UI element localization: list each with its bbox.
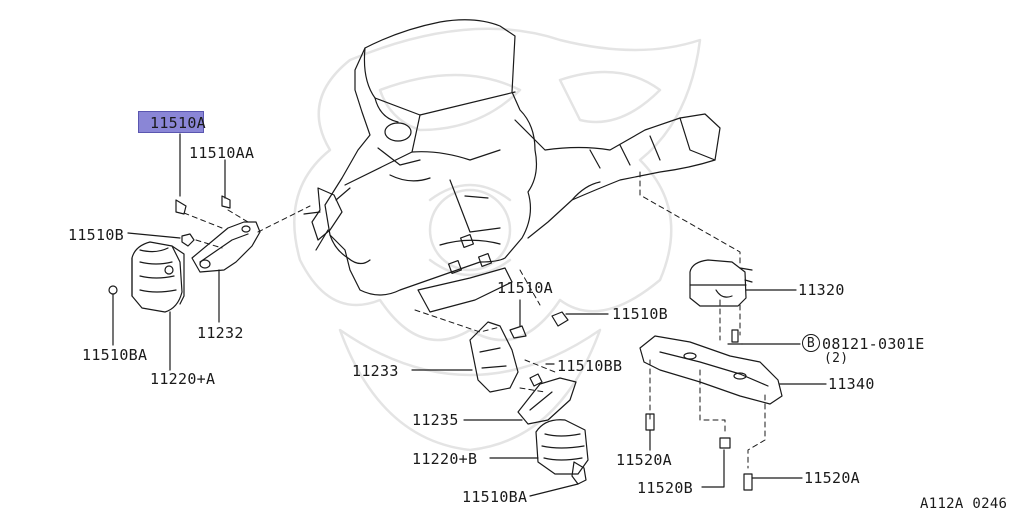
rear-mount-11320-drawing bbox=[689, 259, 753, 307]
callout-11220A[interactable]: 11220+A bbox=[150, 370, 216, 388]
callout-11510A-mid[interactable]: 11510A bbox=[497, 279, 553, 297]
crossmember-11340-drawing bbox=[639, 329, 783, 491]
leader-guides bbox=[183, 171, 766, 469]
callout-11235[interactable]: 11235 bbox=[412, 411, 459, 429]
bracket-11233-drawing bbox=[469, 311, 569, 393]
circled-b-marker-icon: B bbox=[802, 334, 820, 352]
callout-11232[interactable]: 11232 bbox=[197, 324, 244, 342]
nut-11510BA-left bbox=[108, 285, 118, 295]
engine-illustration bbox=[303, 19, 721, 313]
callout-11510AA[interactable]: 11510AA bbox=[189, 144, 255, 162]
callout-08121-quantity: (2) bbox=[824, 351, 849, 366]
bracket-11235-drawing bbox=[517, 377, 577, 425]
callout-leaders bbox=[112, 133, 827, 497]
callout-08121-0301E[interactable]: 08121-0301E bbox=[822, 335, 925, 353]
callout-11510BB[interactable]: 11510BB bbox=[557, 357, 623, 375]
selected-part-highlight[interactable] bbox=[138, 111, 204, 133]
engine-mount-right-drawing bbox=[535, 419, 589, 485]
callout-11340[interactable]: 11340 bbox=[828, 375, 875, 393]
callout-11510BA-bottom[interactable]: 11510BA bbox=[462, 488, 528, 506]
bolt-11510B-left bbox=[181, 233, 195, 247]
callout-11510BA-left[interactable]: 11510BA bbox=[82, 346, 148, 364]
callout-11520B[interactable]: 11520B bbox=[637, 479, 693, 497]
callout-11320[interactable]: 11320 bbox=[798, 281, 845, 299]
callout-11510B-mid[interactable]: 11510B bbox=[612, 305, 668, 323]
callout-11510A-selected[interactable]: 11510A bbox=[150, 114, 206, 132]
callout-11233[interactable]: 11233 bbox=[352, 362, 399, 380]
callout-11220B[interactable]: 11220+B bbox=[412, 450, 478, 468]
brand-emblem-watermark-icon bbox=[293, 27, 702, 452]
callout-11510B-left[interactable]: 11510B bbox=[68, 226, 124, 244]
callout-11520A-right[interactable]: 11520A bbox=[804, 469, 860, 487]
diagram-code: A112A 0246 bbox=[920, 496, 1008, 510]
bracket-11232-drawing bbox=[175, 195, 261, 273]
callout-11520A-left[interactable]: 11520A bbox=[616, 451, 672, 469]
engine-mount-left-drawing bbox=[108, 241, 185, 313]
